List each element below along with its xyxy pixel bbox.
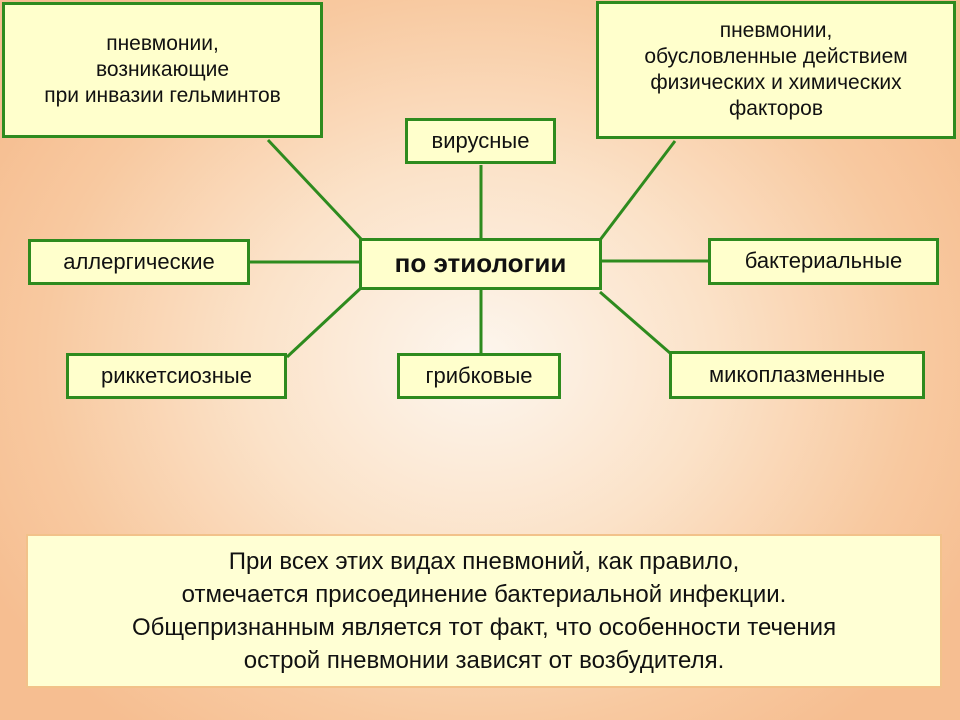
connector-physchem <box>598 140 677 241</box>
helminth-line-3: при инвазии гельминтов <box>44 84 281 108</box>
note-line-2: отмечается присоединение бактериальной и… <box>181 580 787 608</box>
box-fungal: грибковые <box>397 353 561 399</box>
summary-note: При всех этих видах пневмоний, как прави… <box>26 534 942 688</box>
helminth-line-2: возникающие <box>95 57 230 81</box>
connector-mycoplasma <box>599 290 671 355</box>
physchem-line-1: пневмонии, <box>719 18 833 42</box>
box-helminth-pneumonia: пневмонии, возникающие при инвазии гельм… <box>2 2 323 138</box>
box-rickettsial: риккетсиозные <box>66 353 287 399</box>
box-allergic: аллергические <box>28 239 250 285</box>
box-viral: вирусные <box>405 118 556 164</box>
note-line-4: острой пневмонии зависят от возбудителя. <box>243 647 725 675</box>
connector-rickettsial <box>285 285 364 359</box>
physchem-line-3: физических и химических <box>650 71 902 94</box>
physchem-line-2: обусловленные действием <box>644 44 908 68</box>
connector-helminth <box>266 138 364 242</box>
note-line-3: Общепризнанным является тот факт, что ос… <box>131 614 837 641</box>
box-bacterial: бактериальные <box>708 238 939 285</box>
helminth-line-1: пневмонии, <box>106 31 219 55</box>
note-line-1: При всех этих видах пневмоний, как прави… <box>228 547 740 575</box>
box-mycoplasma: микоплазменные <box>669 351 925 399</box>
box-physchem-pneumonia: пневмонии, обусловленные действием физич… <box>596 1 956 139</box>
physchem-line-4: факторов <box>729 97 823 121</box>
box-by-etiology: по этиологии <box>359 238 602 290</box>
